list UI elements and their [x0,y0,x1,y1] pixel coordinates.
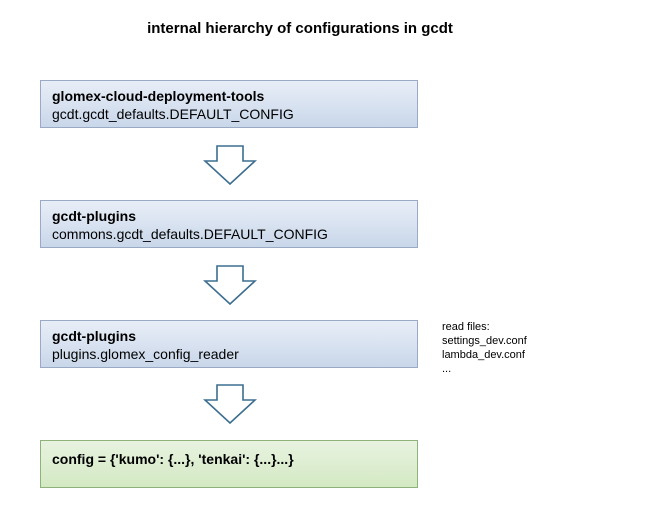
config-box-heading: glomex-cloud-deployment-tools [52,88,265,104]
note-line: settings_dev.conf [442,335,527,347]
read-files-note: read files: settings_dev.conf lambda_dev… [442,320,527,376]
config-box-detail: plugins.glomex_config_reader [52,346,239,362]
config-box-gcdt-plugins-reader: gcdt-plugins plugins.glomex_config_reade… [40,320,418,368]
note-line: lambda_dev.conf [442,349,525,361]
config-result-text: config = {'kumo': {...}, 'tenkai': {...}… [52,451,294,467]
config-box-heading: gcdt-plugins [52,208,136,224]
note-line: read files: [442,321,490,333]
config-box-detail: gcdt.gcdt_defaults.DEFAULT_CONFIG [52,106,294,122]
down-arrow-icon [203,145,257,185]
config-box-gcdt-core: glomex-cloud-deployment-tools gcdt.gcdt_… [40,80,418,128]
config-box-gcdt-plugins-defaults: gcdt-plugins commons.gcdt_defaults.DEFAU… [40,200,418,248]
config-box-heading: gcdt-plugins [52,328,136,344]
config-result-box: config = {'kumo': {...}, 'tenkai': {...}… [40,440,418,488]
config-box-detail: commons.gcdt_defaults.DEFAULT_CONFIG [52,226,328,242]
down-arrow-icon [203,265,257,305]
down-arrow-icon [203,384,257,424]
diagram-title: internal hierarchy of configurations in … [147,20,453,37]
note-line: ... [442,363,452,375]
